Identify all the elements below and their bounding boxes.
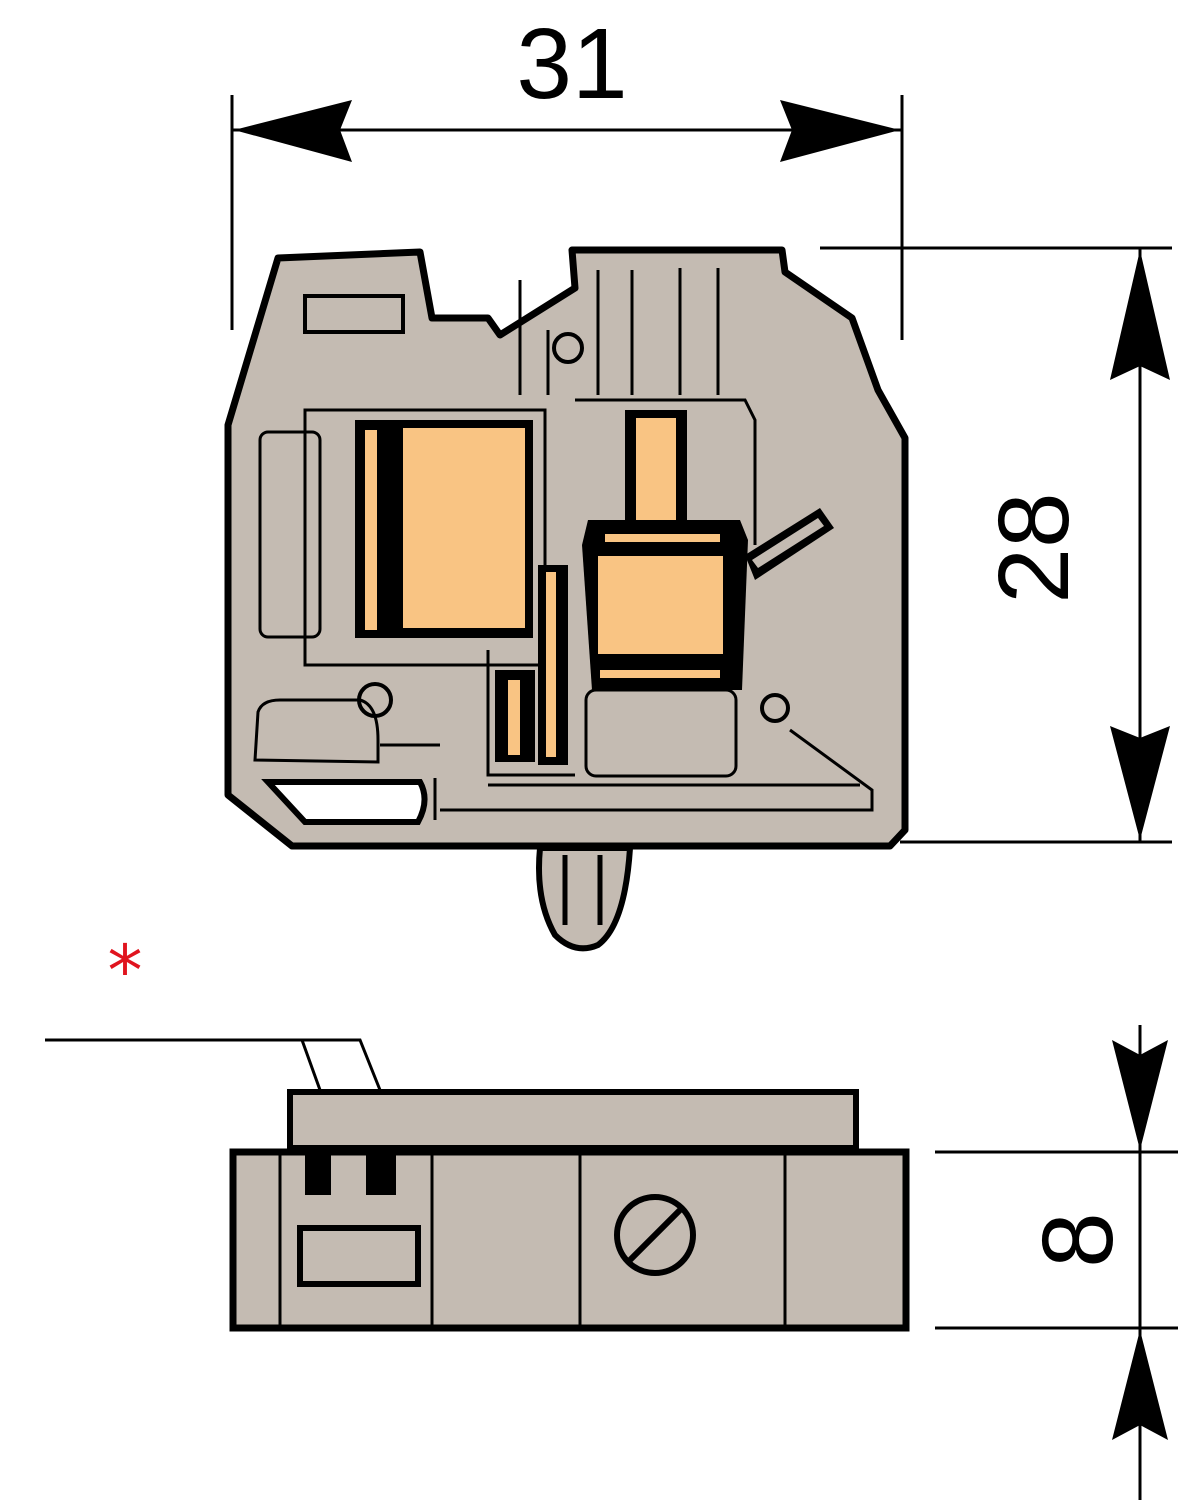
arrow-up-icon (1112, 1330, 1168, 1440)
height-dimension: 28 (820, 246, 1172, 844)
screw-icon (614, 1194, 696, 1276)
depth-label: 8 (1022, 1212, 1134, 1268)
arrow-left-icon (234, 100, 352, 162)
arrow-down-icon (1112, 1040, 1168, 1150)
width-dimension: 31 (230, 8, 904, 340)
width-label: 31 (516, 8, 627, 120)
terminal-side-view (45, 1038, 910, 1332)
arrow-up-icon (1110, 250, 1170, 380)
terminal-front-view (224, 246, 909, 952)
arrow-down-icon (1110, 726, 1170, 840)
arrow-right-icon (780, 100, 900, 162)
depth-dimension: 8 (935, 1025, 1178, 1500)
asterisk-marker: * (108, 930, 143, 1012)
height-label: 28 (978, 492, 1090, 603)
